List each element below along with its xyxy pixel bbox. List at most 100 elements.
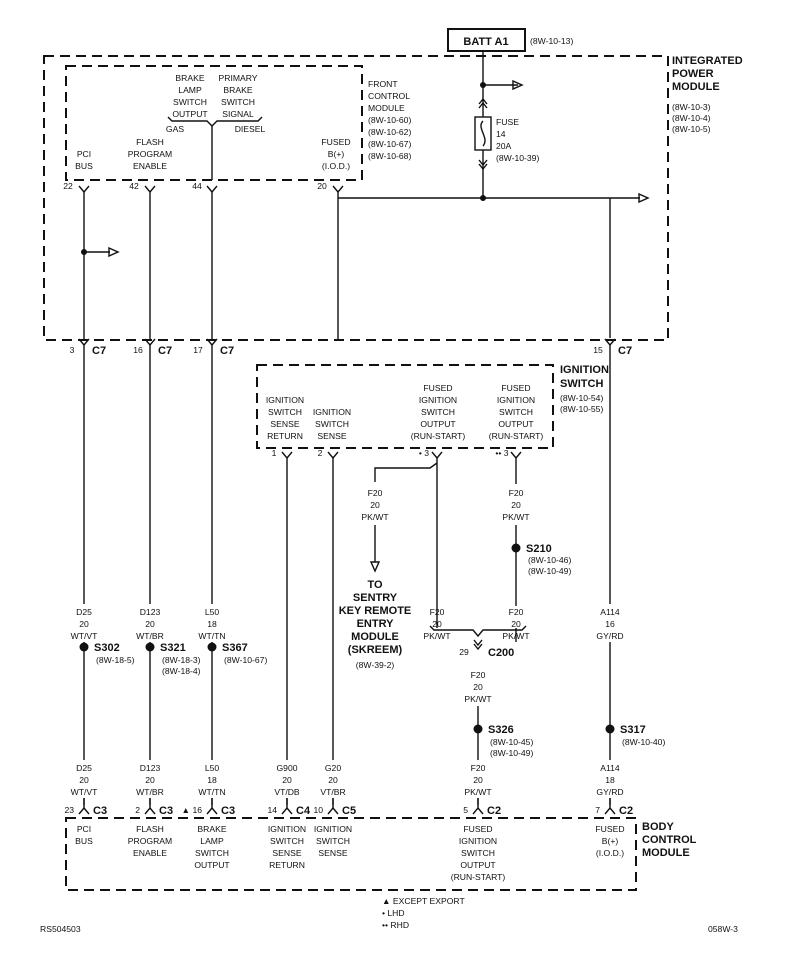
ign-pin-number: 1 [272,448,277,458]
wire [374,462,438,482]
fcm-pin-label: SWITCH [173,97,207,107]
fcm-pin-number: 22 [63,181,73,191]
bcm-pin-label: SWITCH [195,848,229,858]
ipm-title: POWER [672,68,714,80]
bcm-pin-label: LAMP [200,836,224,846]
bcm-pin-number: 23 [64,805,74,815]
fcm-title: FRONT [368,79,398,89]
wires [43,28,669,891]
ipm-ref: (8W-10-5) [672,124,711,134]
wire-label: PK/WT [464,787,492,797]
wire-label: PK/WT [423,631,451,641]
ignition-switch-ref: (8W-10-55) [560,404,603,414]
splice-ref: (8W-10-49) [490,748,533,758]
bcm-pin-label: SWITCH [461,848,495,858]
bcm-connector-name: C3 [221,805,235,817]
wire-label: 18 [207,619,217,629]
wire-label: F20 [430,607,445,617]
wire-label: D123 [140,607,161,617]
wire-label: A114 [600,763,620,773]
connector-icon [510,451,522,460]
connector-icon [206,806,218,815]
splice-ref: (8W-10-40) [622,737,665,747]
wire-label: PK/WT [502,512,530,522]
c7-pin-number: 17 [193,345,203,355]
ign-pin-label: RETURN [267,431,303,441]
ipm-ref: (8W-10-3) [672,102,711,112]
c7-pin-number: 3 [70,345,75,355]
skreem-label: (SKREEM) [348,644,403,656]
wire-label: A114 [600,607,620,617]
connector-icon [327,451,339,460]
connector-icon [144,185,156,194]
bcm-pin-label: ENABLE [133,848,167,858]
c7-connector-name: C7 [92,345,106,357]
c7-connector-name: C7 [618,345,632,357]
diesel-label: DIESEL [235,124,266,134]
fcm-pin-number: 44 [192,181,202,191]
label-bg [62,604,106,642]
label-bg [62,760,106,798]
fcm-pin-label: OUTPUT [172,109,208,119]
wire-label: 20 [473,682,483,692]
wire-label: PK/WT [361,512,389,522]
splice-ref: (8W-10-46) [528,555,571,565]
fuse-label: 14 [496,129,506,139]
wire-label: VT/DB [274,787,300,797]
fcm-pin-label: FUSED [321,137,350,147]
bcm-connector-name: C3 [93,805,107,817]
wire-label: WT/VT [71,787,98,797]
wire-label: WT/VT [71,631,98,641]
fcm-title: (8W-10-67) [368,139,411,149]
c200-pin: 29 [459,647,469,657]
splice-s210 [511,543,521,553]
bcm-title: CONTROL [642,834,697,846]
fcm-title: CONTROL [368,91,410,101]
batt-a1-box [447,28,526,52]
splice-ref: (8W-18-5) [96,655,135,665]
front-control-module-box [65,65,363,181]
splice-s302 [79,642,89,652]
wire-label: 18 [605,775,615,785]
ign-pin-label: IGNITION [419,395,457,405]
labels: BATT A1(8W-10-13)FUSE1420A(8W-10-39)INTE… [40,36,743,934]
arrow-right-icon [512,79,524,91]
connector-icon [604,806,616,815]
wire-label: WT/TN [198,631,225,641]
wire-label: F20 [368,488,383,498]
splice-ref: (8W-10-67) [224,655,267,665]
c7-pin-number: 15 [593,345,603,355]
fcm-pin-label: PRIMARY [219,73,258,83]
page-id: 058W-3 [708,924,738,934]
ign-pin-label: IGNITION [313,407,351,417]
drawing-id: RS504503 [40,924,81,934]
splice-ref: (8W-10-45) [490,737,533,747]
label-bg [267,760,307,798]
wire-label: VT/BR [320,787,345,797]
bcm-pin-label: RETURN [269,860,305,870]
bcm-pin-number: 2 [135,805,140,815]
wire-label: F20 [471,670,486,680]
bcm-title: MODULE [642,847,690,859]
connector-icon [78,806,90,815]
ignition-switch-ref: (8W-10-54) [560,393,603,403]
inline-connector-icon [473,639,483,651]
wire-label: 20 [370,500,380,510]
skreem-ref: (8W-39-2) [356,660,395,670]
bcm-pin-number: 14 [267,805,277,815]
batt-a1-label: BATT A1 [463,36,508,48]
ign-pin-label: SWITCH [499,407,533,417]
label-bg [190,760,234,798]
wire-label: PK/WT [464,694,492,704]
wire-label: D25 [76,607,92,617]
label-bg [313,760,353,798]
bcm-pin-label: SENSE [272,848,301,858]
bcm-pin-label: OUTPUT [460,860,496,870]
connector-icon [327,806,339,815]
label-bg [128,760,172,798]
ign-pin-label: (RUN-START) [411,431,466,441]
bcm-pin-label: IGNITION [314,824,352,834]
bcm-pin-number: 7 [595,805,600,815]
wire-label: D123 [140,763,161,773]
connector-icon [78,185,90,194]
